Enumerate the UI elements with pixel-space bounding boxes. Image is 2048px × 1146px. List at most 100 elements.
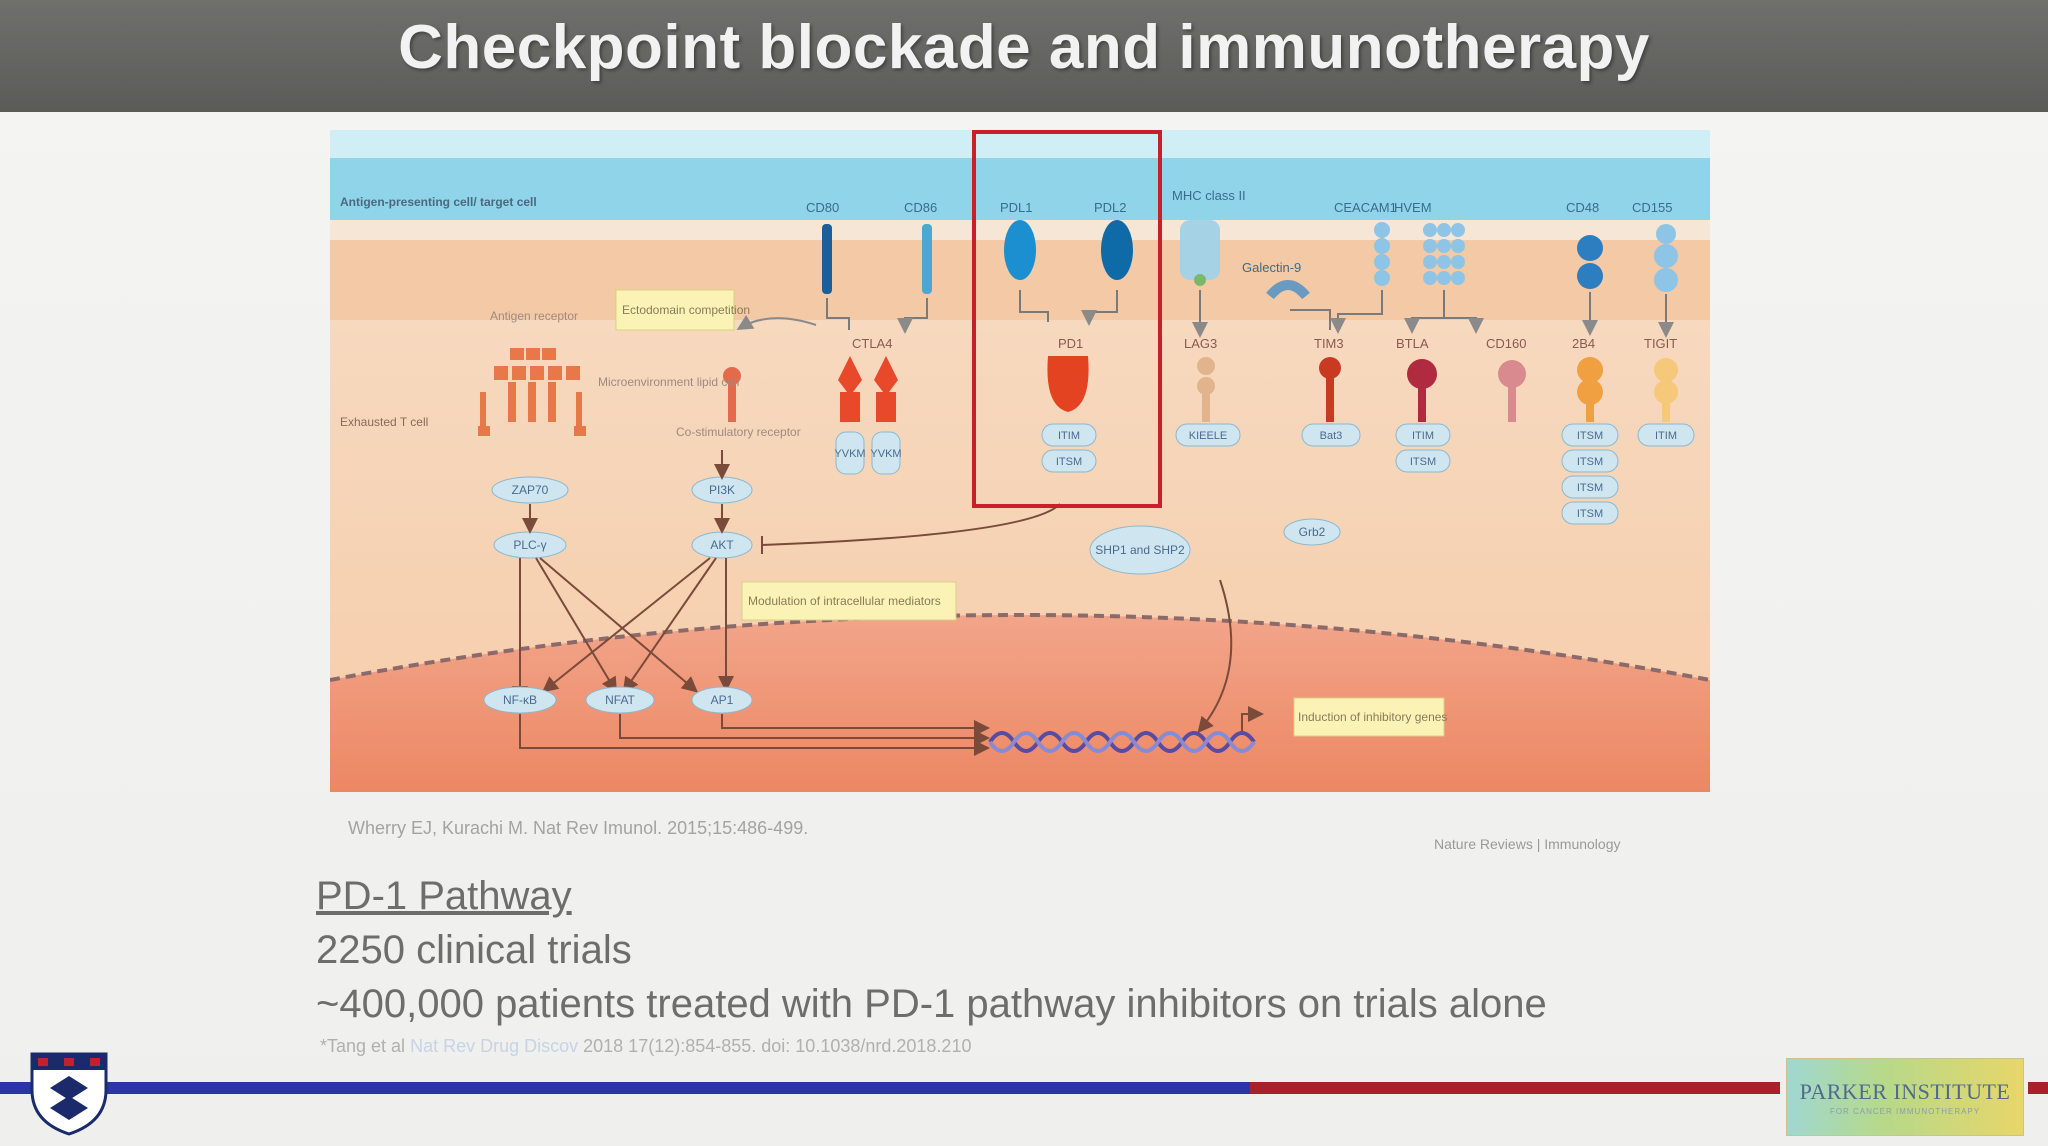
journal-credit: Nature Reviews | Immunology	[1434, 836, 1620, 852]
footer-line-red-end	[2028, 1082, 2048, 1094]
nuclear-envelope	[330, 613, 1710, 682]
tim3-shape	[1319, 357, 1341, 422]
tf-ap1: AP1	[711, 693, 734, 707]
callout-modulation: Modulation of intracellular mediators	[748, 594, 941, 608]
receptor-2b4-label: 2B4	[1572, 336, 1595, 351]
2b4-shape	[1577, 357, 1603, 422]
motif-yvkm-a: YVKM	[834, 448, 865, 460]
ligand-labels: CD80 CD86 PDL1 PDL2 MHC class II Galecti…	[806, 188, 1672, 275]
ligand-cd86-label: CD86	[904, 200, 937, 215]
receptor-pd1-label: PD1	[1058, 336, 1083, 351]
antigen-receptor-label: Antigen receptor	[490, 309, 578, 323]
ligand-cd155-label: CD155	[1632, 200, 1672, 215]
motif-pills: YVKM YVKM ITIM ITSM KIEELE Bat3 ITIM ITS…	[834, 423, 1695, 525]
cd48-shape	[1577, 235, 1603, 289]
ligand-galectin-label: Galectin-9	[1242, 260, 1301, 275]
receptor-lag3-label: LAG3	[1184, 336, 1217, 351]
parker-logo-sub: FOR CANCER IMMUNOTHERAPY	[1829, 1107, 1981, 1116]
microenv-label: Microenvironment lipid cell	[598, 375, 739, 389]
motif-bat3: Bat3	[1320, 430, 1343, 442]
receptor-tim3-label: TIM3	[1314, 336, 1344, 351]
node-akt: AKT	[710, 538, 734, 552]
callout-ectodomain: Ectodomain competition	[622, 303, 750, 317]
ligand-pdl1-label: PDL1	[1000, 200, 1033, 215]
costim-label: Co-stimulatory receptor	[676, 425, 801, 439]
tf-to-dna-arrows	[519, 706, 1264, 756]
signaling-nodes: ZAP70 PLC-γ PI3K AKT SHP1 and SHP2 Grb2	[491, 476, 1341, 575]
mhc-peptide	[1194, 274, 1206, 286]
footnote-rest: 2018 17(12):854-855. doi: 10.1038/nrd.20…	[583, 1036, 972, 1056]
ligand-shapes	[822, 220, 1678, 300]
callout-boxes: Ectodomain competition Modulation of int…	[615, 289, 1447, 737]
receptor-cd160-label: CD160	[1486, 336, 1526, 351]
tf-nfat: NFAT	[605, 693, 635, 707]
patients-text: ~400,000 patients treated with PD-1 path…	[316, 982, 1547, 1026]
node-zap70: ZAP70	[512, 483, 549, 497]
footnote-link[interactable]: Nat Rev Drug Discov	[410, 1036, 579, 1056]
node-grb2: Grb2	[1299, 525, 1326, 539]
pd1-shape	[1047, 356, 1089, 412]
transcription-factors: NF-κB NFAT AP1	[483, 686, 753, 714]
motif-btla-itsm: ITSM	[1410, 456, 1436, 468]
pdl1-shape	[1004, 220, 1036, 280]
slide-title: Checkpoint blockade and immunotherapy	[398, 13, 1650, 82]
node-plcg: PLC-γ	[513, 538, 546, 552]
pd1-pathway-heading: PD-1 Pathway	[316, 874, 572, 918]
journal-credit-text: Nature Reviews | Immunology	[1434, 836, 1621, 852]
costim-receptor-shape	[723, 367, 741, 422]
receptor-labels: CTLA4 PD1 LAG3 TIM3 BTLA CD160 2B4 TIGIT	[852, 336, 1677, 351]
cd80-shape	[822, 224, 832, 294]
cd155-shape	[1654, 224, 1678, 292]
ligand-pdl2-label: PDL2	[1094, 200, 1127, 215]
pd1-highlight-box	[972, 130, 1162, 508]
pathway-diagram: Antigen-presenting cell/ target cell Exh…	[330, 130, 1710, 792]
motif-2b4-itsm-3: ITSM	[1577, 482, 1603, 494]
node-shp: SHP1 and SHP2	[1095, 543, 1185, 557]
receptor-shapes	[478, 348, 1678, 436]
mhc-shape	[1180, 220, 1220, 280]
antigen-receptor-shape	[478, 348, 586, 436]
motif-kieele: KIEELE	[1189, 430, 1228, 442]
apc-label: Antigen-presenting cell/ target cell	[340, 195, 537, 209]
lag3-shape	[1197, 357, 1215, 422]
signaling-arrows	[512, 314, 1233, 734]
apc-cell-body	[330, 130, 1710, 158]
receptor-btla-label: BTLA	[1396, 336, 1429, 351]
tigit-shape	[1654, 358, 1678, 422]
footnote: *Tang et al Nat Rev Drug Discov 2018 17(…	[320, 1036, 971, 1057]
tcell-label: Exhausted T cell	[340, 415, 428, 429]
ctla4-shape-a	[838, 356, 862, 396]
hvem-shape	[1423, 223, 1465, 285]
ligand-cd80-label: CD80	[806, 200, 839, 215]
motif-2b4-itsm-4: ITSM	[1577, 508, 1603, 520]
motif-tigit-itim: ITIM	[1655, 430, 1677, 442]
footnote-prefix: *Tang et al	[320, 1036, 406, 1056]
node-pi3k: PI3K	[709, 483, 735, 497]
parker-institute-logo: PARKER INSTITUTE FOR CANCER IMMUNOTHERAP…	[1786, 1058, 2024, 1136]
pdl2-shape	[1101, 220, 1133, 280]
footer-line-red	[1250, 1082, 1780, 1094]
motif-2b4-itsm-2: ITSM	[1577, 456, 1603, 468]
motif-btla-itim: ITIM	[1412, 430, 1434, 442]
motif-yvkm-b: YVKM	[870, 448, 901, 460]
ligand-cd48-label: CD48	[1566, 200, 1599, 215]
clinical-trials-text: 2250 clinical trials	[316, 928, 632, 972]
binding-connectors	[826, 290, 1674, 338]
citation-text: Wherry EJ, Kurachi M. Nat Rev Imunol. 20…	[348, 818, 809, 838]
btla-shape	[1407, 359, 1437, 422]
receptor-ctla4-label: CTLA4	[852, 336, 892, 351]
ligand-mhc-label: MHC class II	[1172, 188, 1246, 203]
citation: Wherry EJ, Kurachi M. Nat Rev Imunol. 20…	[348, 818, 808, 839]
title-bar: Checkpoint blockade and immunotherapy	[0, 0, 2048, 112]
footer-line-blue	[0, 1082, 1250, 1094]
ctla4-shape-b	[874, 356, 898, 396]
tf-nfkb: NF-κB	[503, 693, 537, 707]
cd86-shape	[922, 224, 932, 294]
parker-logo-name: PARKER INSTITUTE	[1799, 1079, 2011, 1104]
apc-region	[330, 158, 1710, 220]
ligand-hvem-label: HVEM	[1394, 200, 1432, 215]
motif-pd1-itim: ITIM	[1058, 430, 1080, 442]
receptor-tigit-label: TIGIT	[1644, 336, 1677, 351]
ceacam1-shape	[1374, 222, 1390, 286]
